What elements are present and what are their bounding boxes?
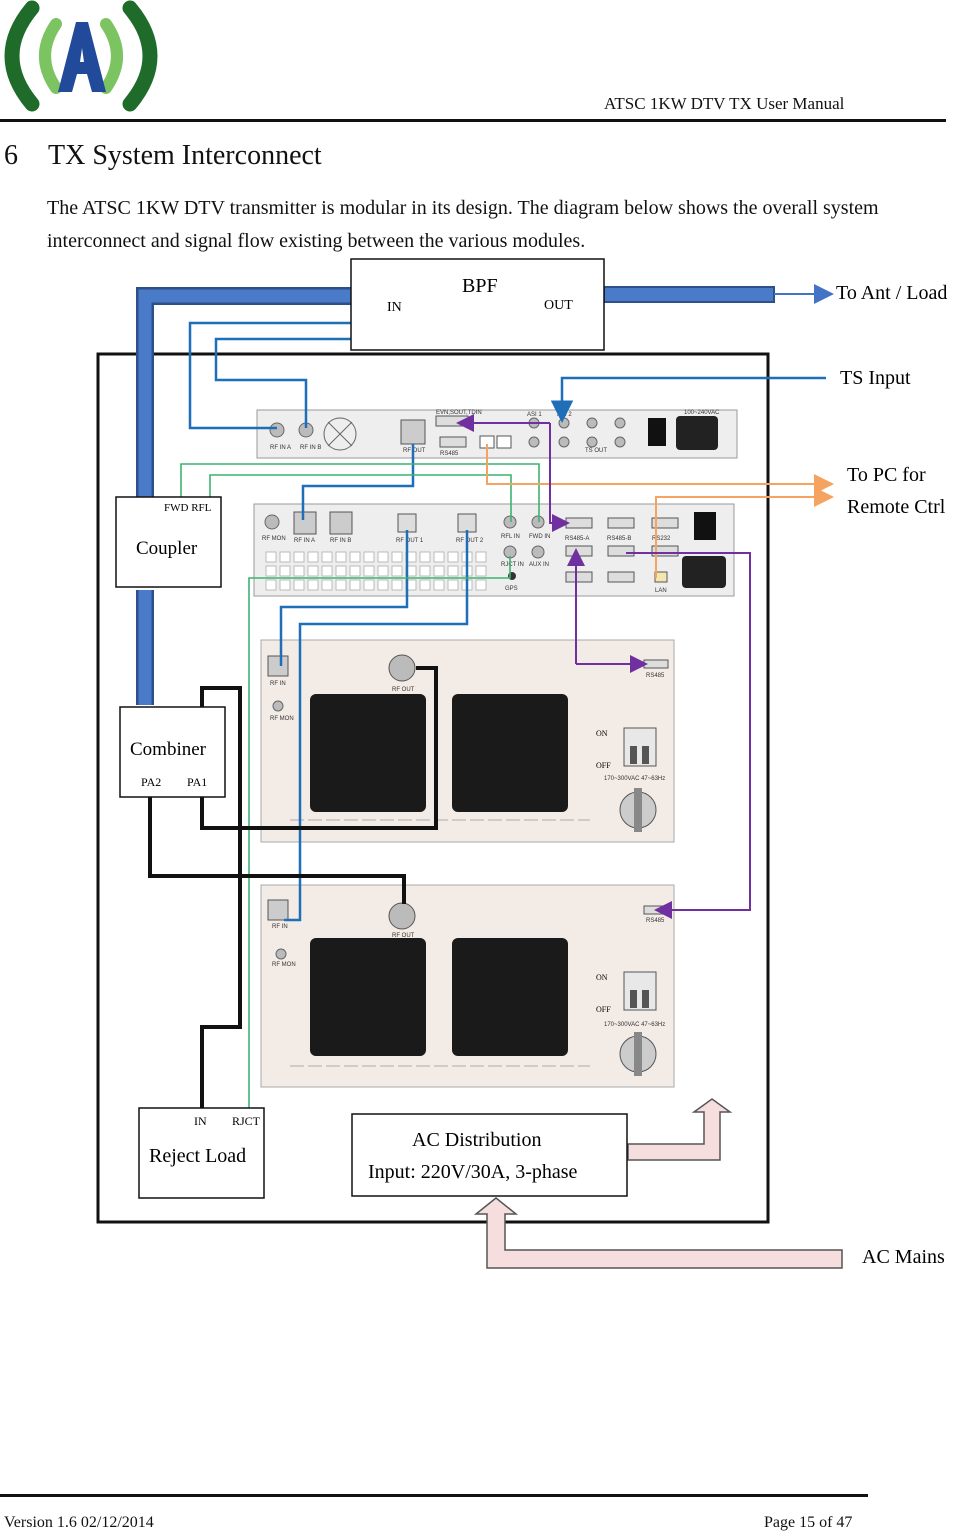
ctl-gps: GPS bbox=[505, 586, 518, 592]
pa2-rf-in: RF IN bbox=[272, 924, 288, 930]
rs485-lines bbox=[456, 414, 751, 919]
section-number: 6 bbox=[4, 140, 18, 171]
exc-ts-out: TS OUT bbox=[585, 448, 607, 454]
pa2-on: ON bbox=[596, 973, 608, 982]
pa1-on: ON bbox=[596, 729, 608, 738]
exciter-panel: RF IN A RF IN B RF OUT EVN,SOUT,TDIN RS4… bbox=[256, 409, 738, 459]
ctl-lan: LAN bbox=[655, 588, 667, 594]
section-title: TX System Interconnect bbox=[48, 140, 322, 171]
ext-mains-label: AC Mains bbox=[862, 1246, 945, 1268]
bpf-out: OUT bbox=[544, 298, 573, 313]
coupler-label: Coupler bbox=[136, 538, 198, 559]
pa1-rs485: RS485 bbox=[646, 673, 665, 679]
bpf-in: IN bbox=[387, 300, 402, 315]
exc-rf-in-a: RF IN A bbox=[270, 445, 291, 451]
pa2-rf-out: RF OUT bbox=[392, 933, 415, 939]
ctl-rs232: RS232 bbox=[652, 536, 671, 542]
ac-out-arrow bbox=[627, 1098, 733, 1161]
pa1-off: OFF bbox=[596, 761, 611, 770]
ctl-rjct-in: RJCT IN bbox=[501, 562, 524, 568]
rf-signal-paths bbox=[188, 321, 562, 922]
pa-module-2: RF IN RF MON RF OUT RS485 ON OFF 170~300… bbox=[260, 884, 675, 1088]
reject-load-in: IN bbox=[194, 1114, 207, 1128]
ext-pc-label-2: Remote Ctrl bbox=[847, 496, 946, 518]
coax-lines bbox=[148, 666, 438, 1108]
exc-asi2: ASI 2 bbox=[557, 412, 572, 418]
pa1-rf-out: RF OUT bbox=[392, 687, 415, 693]
exc-rf-in-b: RF IN B bbox=[300, 445, 321, 451]
pa2-rf-mon: RF MON bbox=[272, 962, 296, 968]
pa2-rating: 170~300VAC 47~63Hz bbox=[604, 1022, 665, 1028]
coupler-ports: FWD RFL bbox=[164, 502, 212, 514]
ctl-rf-in-a: RF IN A bbox=[294, 538, 315, 544]
bpf-label: BPF bbox=[462, 275, 498, 297]
cabinet-outline bbox=[96, 352, 770, 1224]
section-heading: 6 TX System Interconnect bbox=[4, 140, 322, 172]
reject-load-label: Reject Load bbox=[149, 1145, 246, 1167]
bpf-box bbox=[350, 258, 605, 351]
ac-distribution-input: Input: 220V/30A, 3-phase bbox=[368, 1161, 578, 1183]
remote-ctrl-lines bbox=[486, 444, 834, 578]
exc-rf-out: RF OUT bbox=[403, 448, 426, 454]
ts-input-line bbox=[550, 376, 826, 423]
exc-rs485: RS485 bbox=[440, 451, 459, 457]
combiner-pa2: PA2 bbox=[141, 775, 161, 789]
ext-pc-label-1: To PC for bbox=[847, 464, 926, 486]
ctl-rf-mon: RF MON bbox=[262, 536, 286, 542]
pa-module-1: RF IN RF MON RF OUT RS485 ON OFF 170~300… bbox=[260, 639, 675, 843]
exc-sync: EVN,SOUT,TDIN bbox=[436, 410, 482, 416]
header-rule bbox=[0, 119, 946, 122]
header-title: ATSC 1KW DTV TX User Manual bbox=[604, 94, 845, 113]
ext-ts-label: TS Input bbox=[840, 367, 911, 389]
ctl-rf-in-b: RF IN B bbox=[330, 538, 351, 544]
ac-feed-arrow bbox=[473, 1197, 843, 1269]
exc-asi1: ASI 1 bbox=[527, 412, 542, 418]
ctl-rs485a: RS485-A bbox=[565, 536, 589, 542]
pa2-rs485: RS485 bbox=[646, 918, 665, 924]
footer-version: Version 1.6 02/12/2014 bbox=[4, 1514, 154, 1531]
ctl-rf-out2: RF OUT 2 bbox=[456, 538, 484, 544]
exc-ac: 100~240VAC bbox=[684, 410, 720, 416]
pa2-off: OFF bbox=[596, 1005, 611, 1014]
combiner-box bbox=[119, 706, 226, 798]
combiner-pa1: PA1 bbox=[187, 775, 207, 789]
footer-rule bbox=[0, 1494, 868, 1497]
pa1-rating: 170~300VAC 47~63Hz bbox=[604, 776, 665, 782]
ctl-rs485b: RS485-B bbox=[607, 536, 631, 542]
ctl-fwd-in: FWD IN bbox=[529, 534, 550, 540]
control-panel: RF MON RF IN A RF IN B RF OUT 1 RF OUT 2… bbox=[253, 503, 735, 597]
pa1-rf-mon: RF MON bbox=[270, 716, 294, 722]
ctl-aux-in: AUX IN bbox=[529, 562, 549, 568]
combiner-label: Combiner bbox=[130, 739, 207, 760]
footer-page-number: Page 15 of 47 bbox=[764, 1514, 853, 1531]
intro-paragraph: The ATSC 1KW DTV transmitter is modular … bbox=[47, 197, 879, 252]
pa1-rf-in: RF IN bbox=[270, 681, 286, 687]
ac-distribution-box bbox=[351, 1113, 628, 1197]
ext-ant-label: To Ant / Load bbox=[836, 282, 947, 304]
coupler-box bbox=[115, 496, 222, 588]
ctl-rf-out1: RF OUT 1 bbox=[396, 538, 424, 544]
company-logo bbox=[4, 0, 158, 112]
ac-distribution-label: AC Distribution bbox=[412, 1129, 541, 1151]
reject-load-box bbox=[138, 1107, 265, 1199]
feedback-lines bbox=[180, 463, 540, 1110]
reject-load-rjct: RJCT bbox=[232, 1114, 261, 1128]
ctl-rfl-in: RFL IN bbox=[501, 534, 520, 540]
